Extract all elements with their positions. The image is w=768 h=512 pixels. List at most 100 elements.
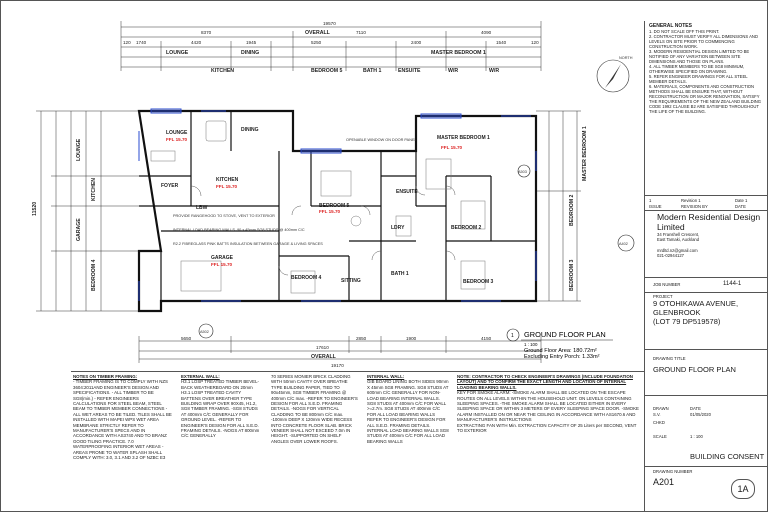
note-contractor: NOTE: CONTRACTOR TO CHECK ENGINEER'S DRA…	[457, 374, 643, 433]
north-label: NORTH	[619, 56, 633, 60]
top-room-dining: DINING	[241, 50, 259, 56]
revision-h-date: DATE	[735, 204, 746, 209]
bottom-seg-5: 4150	[481, 336, 492, 341]
ffl-lounge: FFL 15.70	[166, 137, 188, 142]
project-line-1: 9 OTOHIKAWA AVENUE,	[653, 299, 739, 308]
drawing-label-number: 1	[511, 333, 514, 339]
callout-a402: A402	[619, 242, 628, 246]
ffl-master: FFL 15.70	[441, 145, 463, 150]
company-email: mrdltd.nz@gmail.com	[657, 248, 698, 253]
notes-strip: NOTES ON TIMBER FRAMING: - TIMBER FRAMIN…	[71, 371, 645, 512]
revision-row: 1 Revision 1 Date 1 ISSUE REVISION BY DA…	[645, 195, 768, 211]
drawing-number-label: DRAWING NUMBER	[653, 469, 693, 474]
drawing-number-block: DRAWING NUMBER A201	[653, 469, 767, 487]
right-label-bed2: BEDROOM 2	[569, 194, 575, 226]
general-notes-heading: GENERAL NOTES	[649, 23, 692, 29]
project-label: PROJECT	[653, 294, 673, 299]
drawing-label-excluding: Excluding Entry Porch: 1.33m²	[524, 354, 600, 360]
callout-a503: A503	[518, 170, 527, 174]
room-bedroom5: BEDROOM 5	[319, 203, 350, 209]
company-name: Modern Residential Design Limited	[657, 212, 761, 232]
window-marks	[138, 108, 537, 302]
general-note-5: 5. REFER ENGINEER DRAWINGS FOR ALL STEEL…	[649, 74, 748, 84]
room-master: MASTER BEDROOM 1	[437, 135, 490, 141]
drawing-rev-badge: 1A	[731, 479, 755, 499]
overall-top-label: OVERALL	[305, 30, 331, 36]
note-extractor: EXTRACTING FAN WITH Min. EXTRACTION CAPA…	[457, 422, 637, 434]
note-timber: NOTES ON TIMBER FRAMING: - TIMBER FRAMIN…	[73, 374, 173, 461]
right-label-master: MASTER BEDROOM 1	[582, 126, 588, 181]
north-arrow-icon	[596, 59, 630, 93]
title-block: GENERAL NOTES 1. DO NOT SCALE OFF THIS P…	[644, 21, 768, 511]
company-block: Modern Residential Design Limited 34 Fra…	[657, 212, 767, 258]
status-label: BUILDING CONSENT	[690, 452, 765, 461]
left-label-bed4: BEDROOM 4	[91, 259, 97, 291]
top2-wr1: W/R	[448, 68, 458, 74]
room-lbw: LBW	[196, 205, 208, 211]
job-number: 1144-1	[723, 281, 742, 287]
general-note-4: 4. ALL TIMBER MEMBERS TO BE SG8 MINIMUM,…	[649, 64, 745, 74]
drawing-title-block: DRAWING TITLE GROUND FLOOR PLAN	[645, 349, 768, 374]
note-internal: INTERNAL WALL: GIB BOARD LINING BOTH SID…	[367, 374, 449, 444]
company-address-2: East Tamaki, Auckland	[657, 237, 700, 242]
bottom-overall-label: OVERALL	[311, 354, 337, 360]
room-bedroom2: BEDROOM 2	[451, 225, 482, 231]
general-note-6: 6. MATERIALS, COMPONENTS AND CONSTRUCTIO…	[649, 84, 762, 114]
meta-date-v: 01/05/2020	[690, 412, 711, 417]
drawing-title-label: DRAWING TITLE	[653, 356, 686, 361]
room-lounge: LOUNGE	[166, 130, 188, 136]
floor-plan: 19570 OVERALL 8370 7110 4090 120 1740 44…	[32, 21, 635, 368]
meta-chkd-k: CHKD	[653, 420, 665, 425]
drawing-label-scale: 1 : 100	[524, 342, 538, 347]
company-address-1: 34 Franshell Crescent,	[657, 232, 700, 237]
room-garage: GARAGE	[211, 255, 234, 261]
note-timber-heading: NOTES ON TIMBER FRAMING:	[73, 374, 138, 379]
bottom-seg-3: 2850	[356, 336, 367, 341]
room-sitting: SITTING	[341, 278, 361, 284]
top-seg2-5: 5250	[311, 40, 322, 45]
drawing-label-area: Ground Floor Area: 180.72m²	[524, 348, 597, 354]
top-seg2-8: 120	[531, 40, 539, 45]
drawing-title-value: GROUND FLOOR PLAN	[653, 365, 736, 374]
overall-top-dim: 19570	[323, 21, 336, 26]
top-seg2-2: 1740	[136, 40, 147, 45]
project-block: PROJECT 9 OTOHIKAWA AVENUE, GLENBROOK (L…	[653, 294, 767, 326]
job-label: JOB NUMBER	[653, 282, 681, 287]
bottom-dimensions	[138, 336, 542, 363]
left-label-kitchen: KITCHEN	[91, 178, 97, 201]
room-dining: DINING	[241, 127, 259, 133]
revision-no: 1	[649, 198, 652, 203]
bottom-seg-2: 17610	[316, 345, 329, 350]
meta-scale-v: 1 : 100	[690, 434, 703, 439]
top-seg2-4: 1945	[246, 40, 257, 45]
top-seg2-3: 4420	[191, 40, 202, 45]
general-notes: GENERAL NOTES 1. DO NOT SCALE OFF THIS P…	[649, 23, 765, 114]
drawing-number-value: A201	[653, 477, 675, 487]
note-contractor-heading: NOTE: CONTRACTOR TO CHECK ENGINEER'S DRA…	[457, 374, 633, 390]
revision-desc: Revision 1	[681, 198, 701, 203]
top-seg-1: 8370	[201, 30, 212, 35]
door-swings	[190, 185, 456, 276]
room-bedroom3: BEDROOM 3	[463, 279, 494, 285]
callout-a502: A502	[200, 330, 209, 334]
drawing-label-circle	[506, 328, 520, 342]
note-brick-body: 70 SERIES MONIER BRICK CLADDING WITH 50m…	[271, 374, 358, 444]
top2-kitchen: KITCHEN	[211, 68, 234, 74]
callout-framing: INTERNAL LOAD BEARING WALLS. 90 x 45mm S…	[173, 228, 305, 232]
room-bath1: BATH 1	[391, 271, 409, 277]
note-internal-body: GIB BOARD LINING BOTH SIDES 90mm X 45mm …	[367, 379, 449, 444]
general-note-1: 1. DO NOT SCALE OFF THIS PRINT.	[649, 29, 720, 34]
general-note-3: 3. MODERN RESIDENTIAL DESIGN LIMITED TO …	[649, 49, 750, 64]
top2-ensuite: ENSUITE	[398, 68, 421, 74]
right-dimensions	[536, 110, 581, 302]
job-row: JOB NUMBER 1144-1	[645, 277, 768, 293]
note-external: EXTERNAL WALL: H3.1 LOSP TREATED TIMBER …	[181, 374, 261, 439]
room-kitchen: KITCHEN	[216, 177, 239, 183]
meta-date-k: DATE	[690, 406, 701, 411]
top2-bath1: BATH 1	[363, 68, 381, 74]
top-seg2-6: 2400	[411, 40, 422, 45]
project-line-3: (LOT 79 DP519578)	[653, 317, 721, 326]
company-phone: 021-02944127	[657, 253, 685, 258]
top-dimensions	[120, 21, 542, 71]
